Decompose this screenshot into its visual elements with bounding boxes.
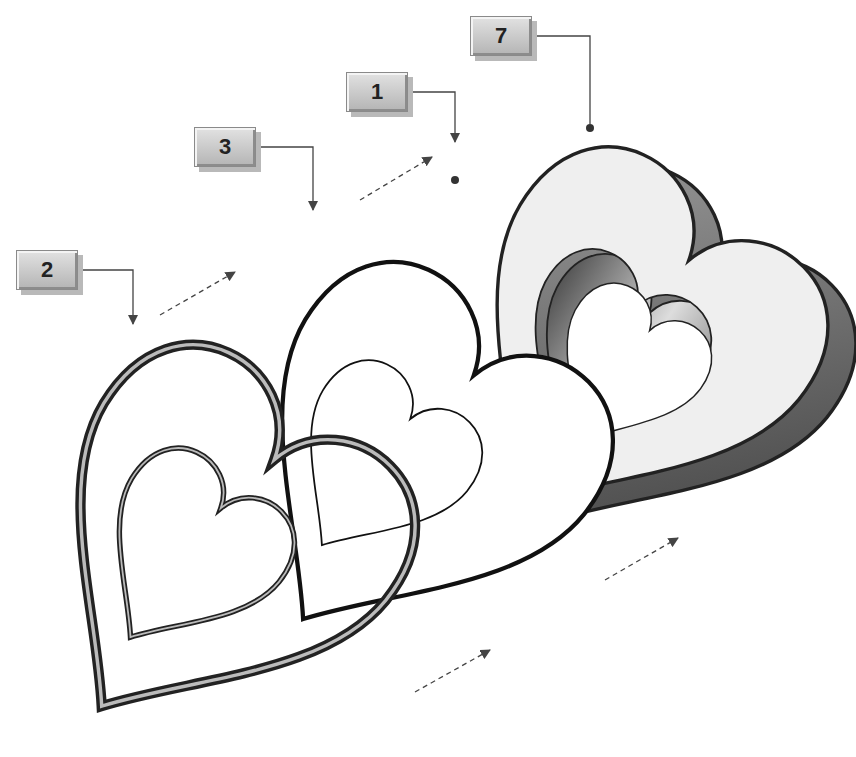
callout-box: 7	[470, 16, 532, 56]
callout-box: 3	[194, 127, 256, 167]
callout-number: 7	[495, 23, 507, 49]
callout-box: 1	[346, 72, 408, 112]
callout-number: 3	[219, 134, 231, 160]
callout-number: 1	[371, 79, 383, 105]
callout-number: 2	[41, 257, 53, 283]
callout-box: 2	[16, 250, 78, 290]
